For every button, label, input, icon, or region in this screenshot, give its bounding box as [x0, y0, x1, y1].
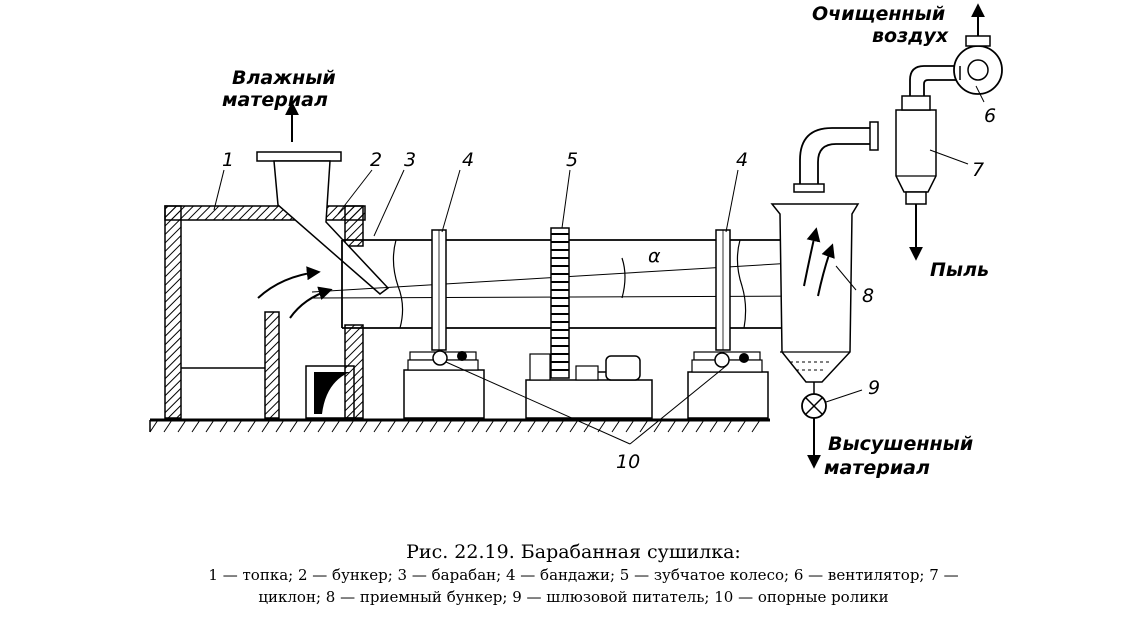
callout-4-left: 4 [462, 149, 474, 171]
drive-unit [525, 353, 653, 419]
air-duct [793, 121, 879, 193]
callout-8: 8 [862, 285, 874, 307]
callout-7: 7 [972, 159, 984, 181]
furnace [164, 205, 366, 419]
callout-2: 2 [370, 149, 382, 171]
fan [953, 3, 1003, 95]
clean-air-label-line2: воздух [872, 25, 949, 47]
callout-10: 10 [616, 451, 640, 473]
tire-right [715, 229, 731, 351]
figure-caption-line1: 1 — топка; 2 — бункер; 3 — барабан; 4 — … [208, 566, 959, 584]
alpha-label: α [648, 245, 661, 267]
clean-air-label-line1: Очищенный [812, 3, 945, 25]
figure-caption-title: Рис. 22.19. Барабанная сушилка: [406, 541, 741, 563]
wet-material-label-line2: материал [222, 89, 328, 111]
callout-6: 6 [984, 105, 996, 127]
cyclone [895, 65, 960, 261]
receiving-hopper [770, 203, 860, 383]
leader-lines [213, 85, 985, 445]
support-rollers [403, 350, 769, 419]
callout-5: 5 [566, 149, 578, 171]
callout-3: 3 [404, 149, 416, 171]
callout-1: 1 [222, 149, 234, 171]
figure-caption-line2: циклон; 8 — приемный бункер; 9 — шлюзово… [258, 588, 889, 606]
gear-wheel [550, 227, 570, 379]
wet-material-label-line1: Влажный [232, 67, 336, 89]
rotary-feeder [801, 382, 827, 469]
callout-4-right: 4 [736, 149, 748, 171]
dust-label: Пыль [930, 259, 989, 281]
feed-hopper [256, 101, 390, 295]
dried-material-label-line2: материал [824, 457, 930, 479]
ground-line [149, 418, 770, 433]
tire-left [431, 229, 447, 351]
callout-9: 9 [868, 377, 880, 399]
dried-material-label-line1: Высушенный [828, 433, 973, 455]
drum-dryer-diagram: Влажный материал Очищенный воздух Пыль В… [149, 3, 1003, 479]
